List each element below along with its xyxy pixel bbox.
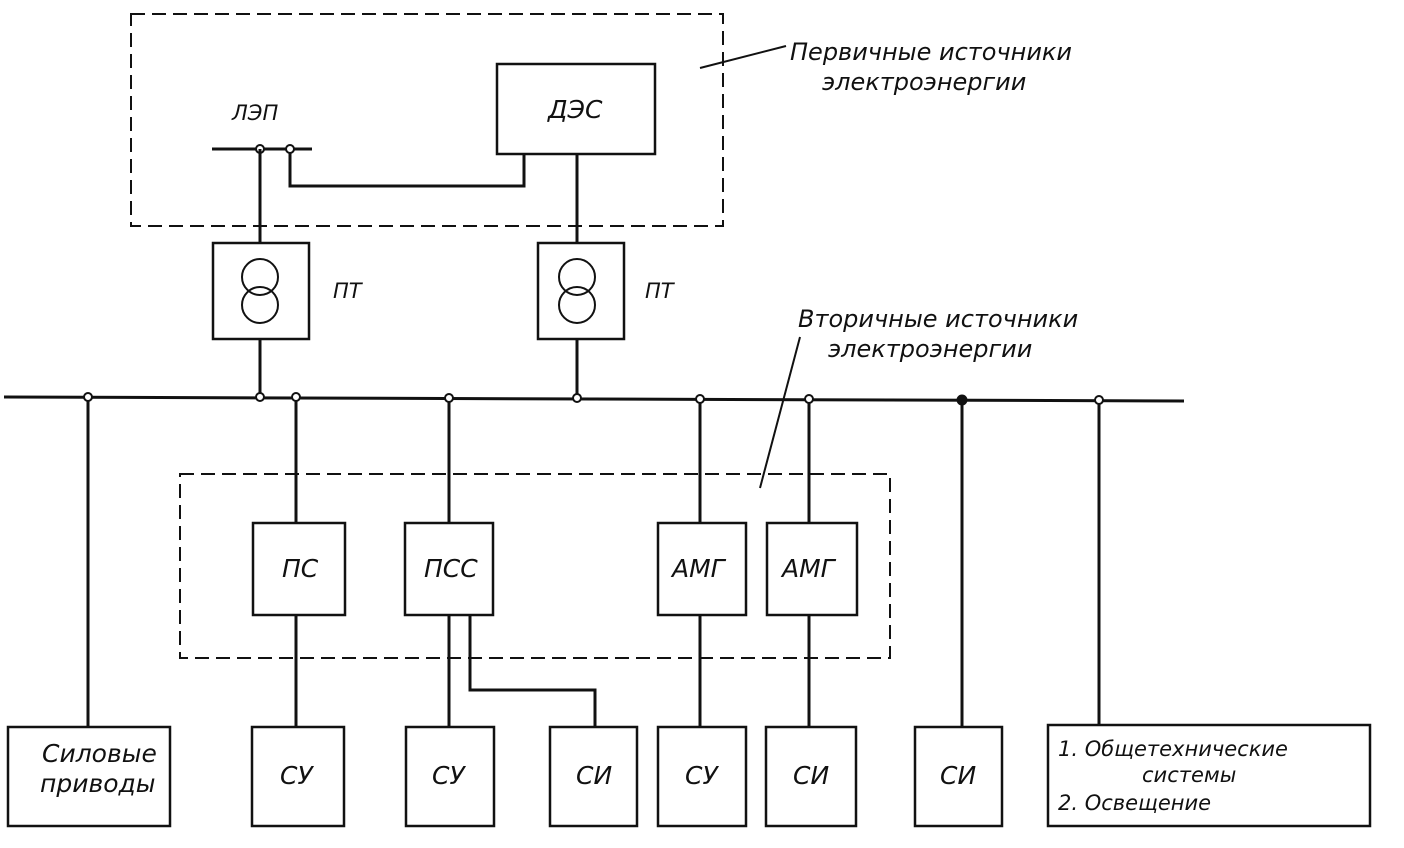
pss-to-si-1: [468, 615, 597, 727]
ps-box: [251, 521, 347, 617]
si-3-box: [913, 725, 1004, 828]
general-systems-label-line3: 2. Освещение: [1058, 791, 1211, 815]
secondary-sources-label-line2: электроэнергии: [828, 335, 1032, 363]
bus-node-pt-right: [572, 393, 582, 403]
pt-left-winding-top: [241, 258, 279, 296]
power-drives-box: [6, 725, 172, 828]
su-2-box: [404, 725, 496, 828]
des-lep-connection: [288, 149, 526, 188]
pt-right-winding-top: [558, 258, 596, 296]
lep-node-right: [285, 144, 295, 154]
bus-node-pss: [444, 393, 454, 403]
si-1-label: СИ: [576, 761, 612, 790]
bus-node-ps: [291, 392, 301, 402]
pt-left-label: ПТ: [333, 279, 364, 303]
primary-sources-leader: [699, 45, 787, 69]
pss-box: [403, 521, 495, 617]
lep-label: ЛЭП: [231, 101, 278, 125]
general-systems-label-line1: 1. Общетехнические: [1058, 737, 1288, 761]
amg-1-label: АМГ: [670, 554, 727, 583]
su-3-label: СУ: [685, 761, 719, 790]
bus-node-power-drives: [83, 392, 93, 402]
su-1-box: [250, 725, 346, 828]
bus-node-general: [1094, 395, 1104, 405]
primary-sources-label-line1: Первичные источники: [790, 38, 1072, 66]
ps-label: ПС: [282, 554, 319, 583]
pt-left-box: [211, 241, 311, 341]
general-systems-label-line2: системы: [1142, 763, 1236, 787]
su-2-label: СУ: [432, 761, 466, 790]
des-box: [495, 62, 657, 156]
primary-sources-region: [130, 13, 724, 227]
primary-sources-label-line2: электроэнергии: [822, 68, 1026, 96]
pt-right-label: ПТ: [645, 279, 676, 303]
secondary-sources-leader: [759, 336, 801, 489]
pt-left-winding-bottom: [241, 286, 279, 324]
su-3-box: [656, 725, 748, 828]
pt-right-winding-bottom: [558, 286, 596, 324]
bus-node-amg-1: [695, 394, 705, 404]
main-bus: [3, 395, 1185, 403]
secondary-sources-label-line1: Вторичные источники: [798, 305, 1078, 333]
amg-1-box: [656, 521, 748, 617]
bus-node-amg-2: [804, 394, 814, 404]
pt-right-box: [536, 241, 626, 341]
pss-label: ПСС: [424, 554, 478, 583]
si-2-label: СИ: [793, 761, 829, 790]
power-drives-label-line1: Силовые: [42, 739, 157, 768]
si-2-box: [764, 725, 858, 828]
su-1-label: СУ: [280, 761, 314, 790]
power-drives-label-line2: приводы: [40, 769, 156, 798]
des-label: ДЭС: [547, 95, 603, 124]
amg-2-box: [765, 521, 859, 617]
si-1-box: [548, 725, 639, 828]
amg-2-label: АМГ: [780, 554, 837, 583]
secondary-sources-region: [179, 473, 891, 659]
general-systems-box: [1046, 723, 1372, 828]
si-3-label: СИ: [940, 761, 976, 790]
bus-node-si-3: [956, 394, 968, 406]
bus-node-pt-left: [255, 392, 265, 402]
